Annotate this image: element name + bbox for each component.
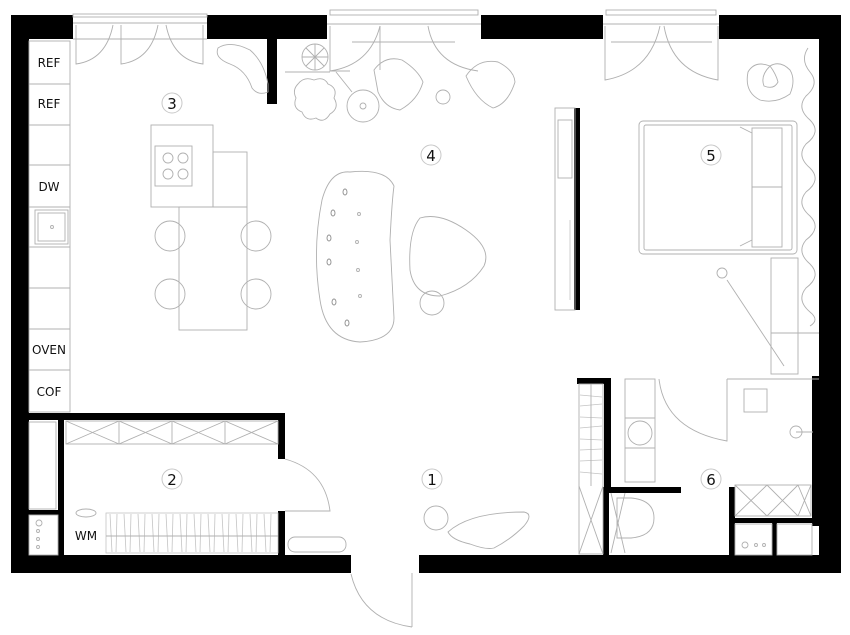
windows-top-left [72,13,208,65]
room-badge-3: 3 [161,92,183,114]
kitchen-island [150,124,248,208]
sofa [315,170,395,343]
pouf [746,63,794,102]
svg-text:1: 1 [427,471,437,489]
bathroom-fixtures [578,378,819,556]
svg-text:3: 3 [167,95,177,113]
bed [638,120,798,255]
coffee-table [409,216,487,316]
tv-console [554,107,576,311]
armchairs [335,58,516,123]
exterior-walls [11,15,841,573]
curved-bench [216,44,269,94]
appliance-label-coffee: COF [37,385,62,399]
hall-furniture [287,505,530,553]
room-badge-6: 6 [700,468,722,490]
bench-and-lamp [716,257,819,375]
appliance-label-dishwasher: DW [38,180,59,194]
svg-text:2: 2 [167,471,177,489]
entry-door [350,573,413,628]
svg-text:4: 4 [426,147,436,165]
interior-walls [27,39,821,555]
appliance-label-refrigerator-1: REF [38,56,61,70]
plants [285,43,337,121]
room-badge-4: 4 [420,144,442,166]
windows-top-right [603,9,719,81]
windows-top-middle [327,9,481,72]
room-badge-5: 5 [700,144,722,166]
curtain [801,47,816,327]
appliance-label-washing-machine: WM [75,529,97,543]
appliance-label-oven: OVEN [32,343,66,357]
appliance-label-refrigerator-2: REF [38,97,61,111]
laundry-fixtures [28,420,331,556]
svg-text:5: 5 [706,147,716,165]
room-badge-1: 1 [421,468,443,490]
svg-text:6: 6 [706,471,716,489]
kitchen-counter [28,40,71,413]
room-badge-2: 2 [161,468,183,490]
dining-table [178,206,248,331]
dining-chairs [154,220,272,310]
